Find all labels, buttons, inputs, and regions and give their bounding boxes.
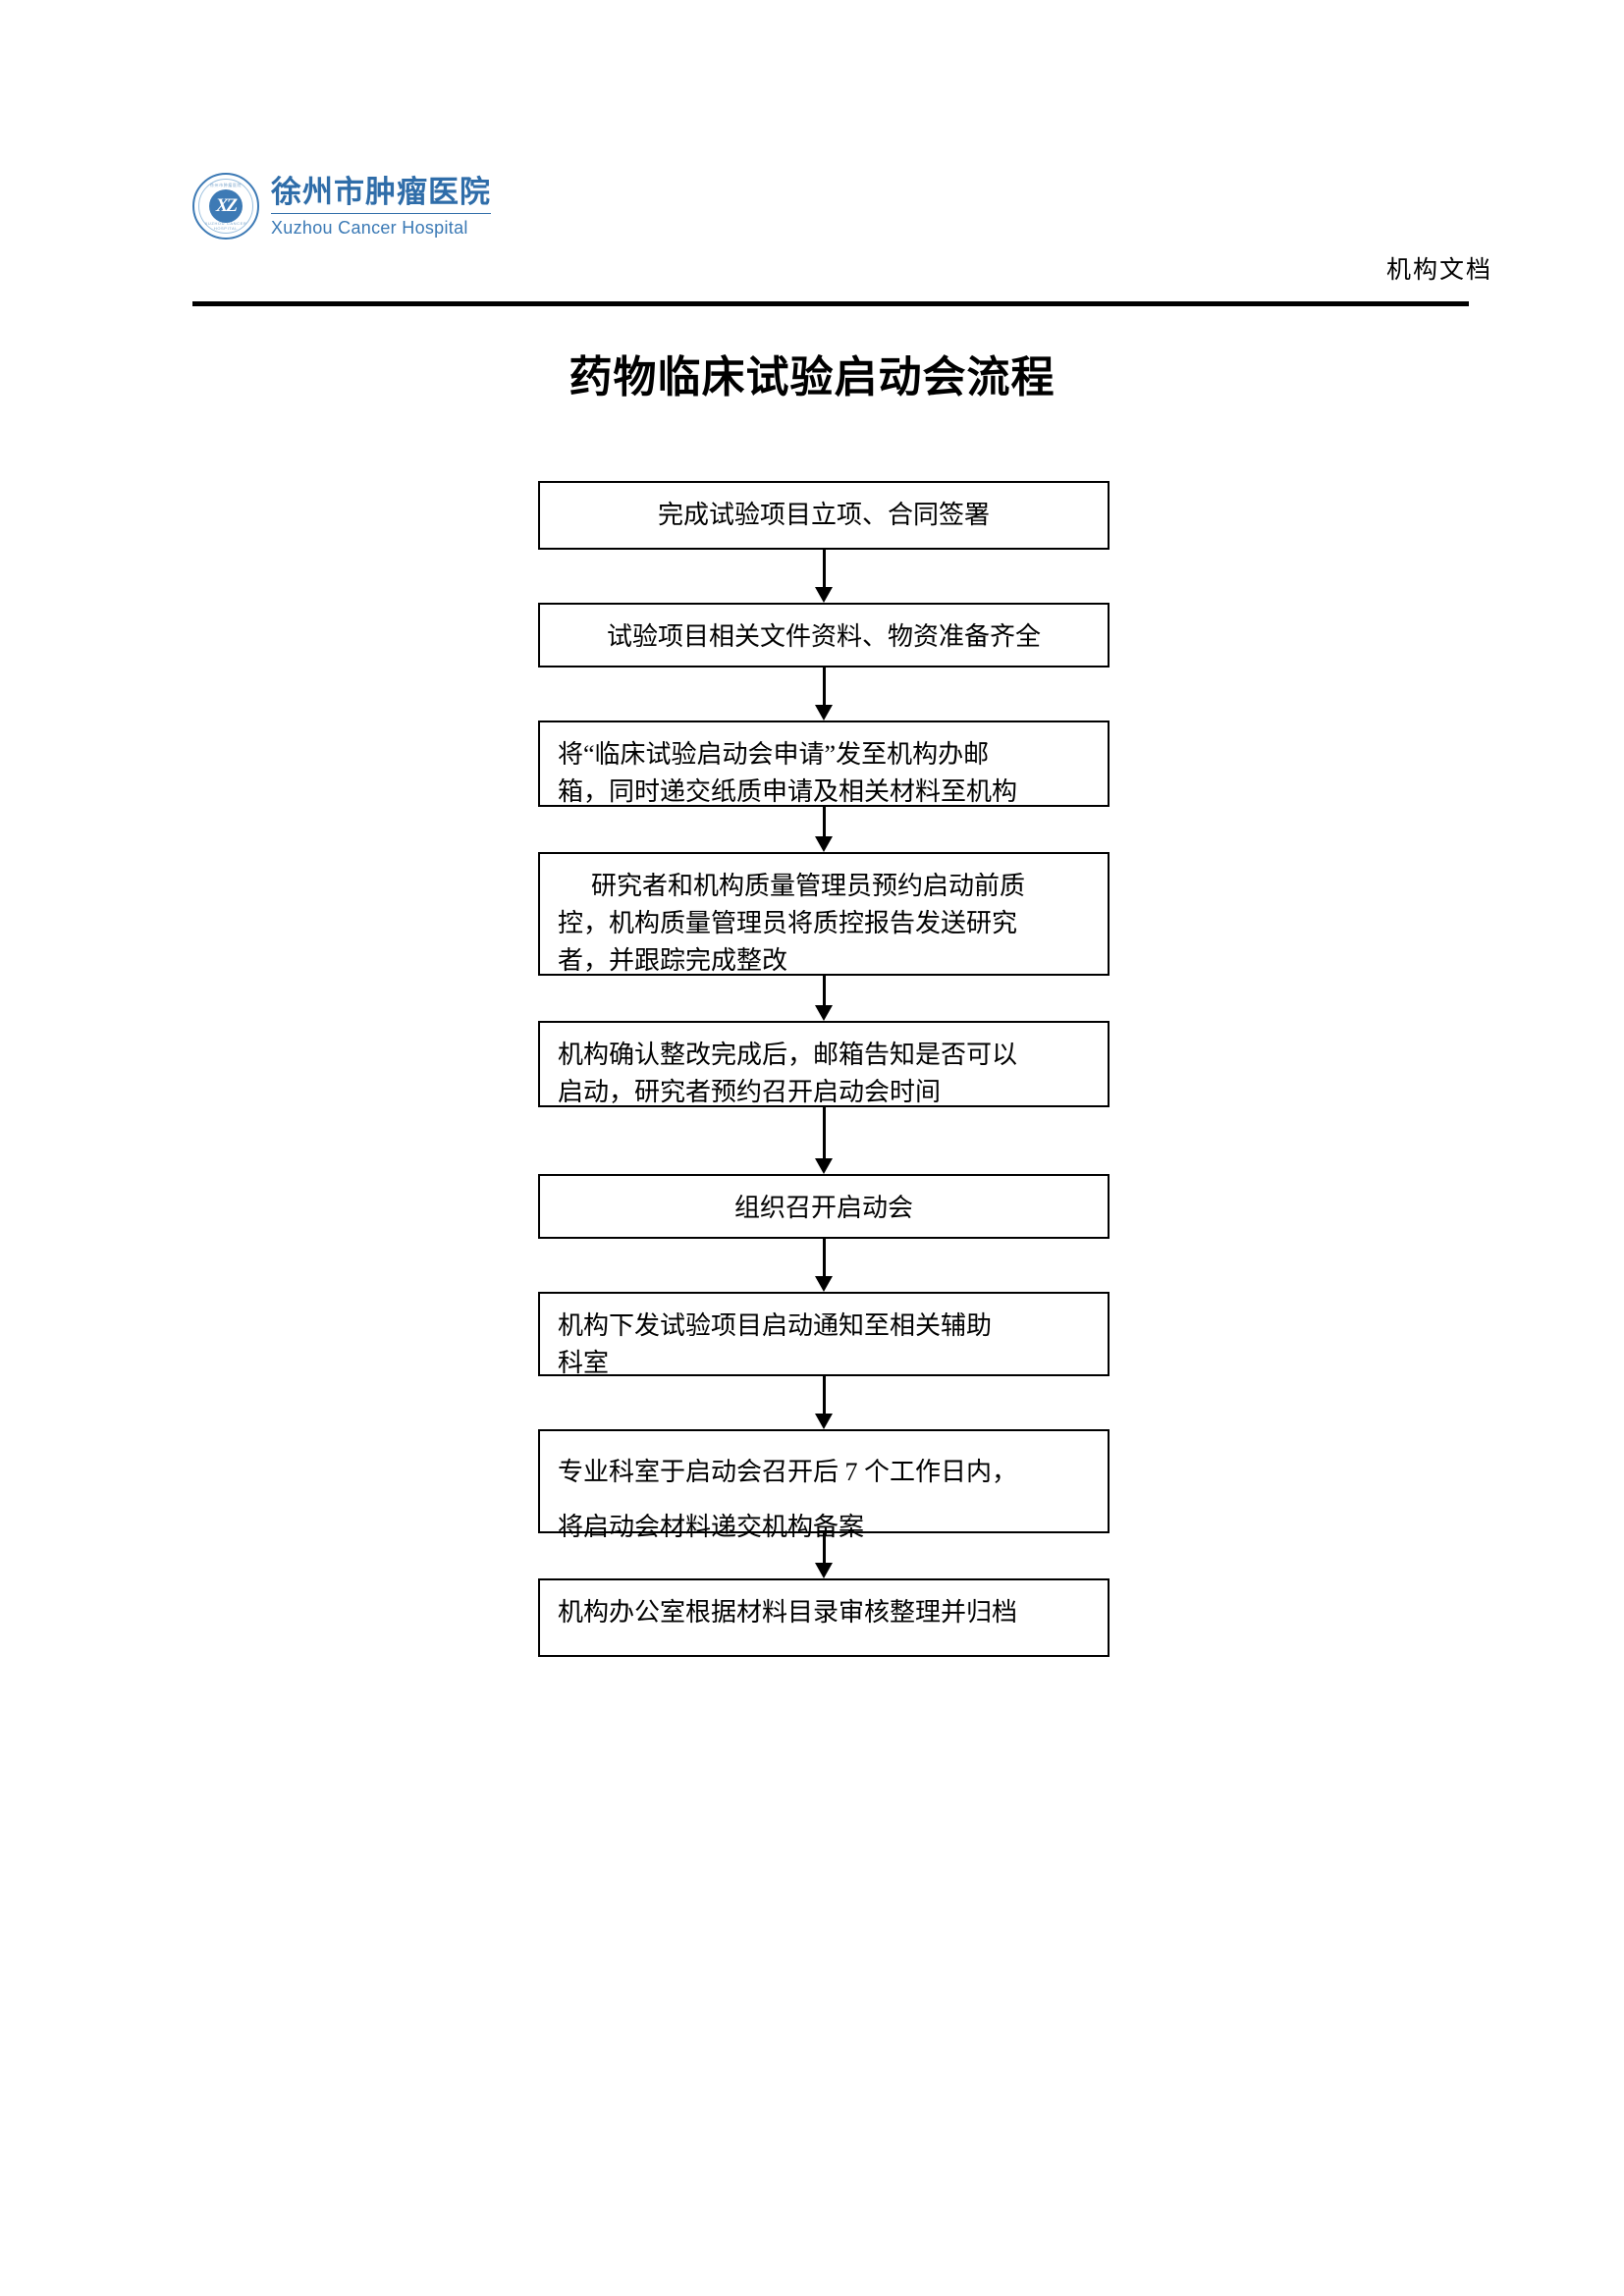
seal-inner-ring <box>198 179 253 234</box>
flow-node-3: 将“临床试验启动会申请”发至机构办邮 箱，同时递交纸质申请及相关材料至机构 <box>538 721 1110 807</box>
arrow-down-icon <box>815 1158 833 1174</box>
flow-node-8: 专业科室于启动会召开后 7 个工作日内， 将启动会材料递交机构备案 <box>538 1429 1110 1541</box>
document-category-label: 机构文档 <box>1385 257 1492 284</box>
flow-node-text: 完成试验项目立项、合同签署 <box>657 501 990 529</box>
flow-arrow-5-6 <box>538 1107 1110 1174</box>
flow-node-text: 专业科室于启动会召开后 7 个工作日内， <box>558 1458 1018 1486</box>
arrow-shaft <box>823 550 826 591</box>
flow-node-text: 研究者和机构质量管理员预约启动前质 <box>591 872 1026 900</box>
logo-divider <box>271 212 491 214</box>
arrow-down-icon <box>815 1005 833 1021</box>
arrow-shaft <box>823 1376 826 1417</box>
arrow-shaft <box>823 667 826 709</box>
flow-node-text: 控，机构质量管理员将质控报告发送研究 <box>558 909 1018 937</box>
flow-node-2: 试验项目相关文件资料、物资准备齐全 <box>538 603 1110 667</box>
arrow-down-icon <box>815 587 833 603</box>
arrow-down-icon <box>815 705 833 721</box>
flow-arrow-1-2 <box>538 550 1110 603</box>
arrow-down-icon <box>815 1414 833 1429</box>
seal-outer-ring <box>192 173 259 240</box>
seal-disc <box>209 189 243 223</box>
hospital-name-cn: 徐州市肿瘤医院 <box>271 174 491 209</box>
seal-monogram: XZ <box>215 195 238 216</box>
hospital-logo: 徐州市肿瘤医院 XZ XUZHOU CANCER HOSPITAL 徐州市肿瘤医… <box>192 173 491 240</box>
flow-node-9: 机构办公室根据材料目录审核整理并归档 <box>538 1578 1110 1657</box>
flow-node-1: 完成试验项目立项、合同签署 <box>538 481 1110 550</box>
flow-node-text: 将“临床试验启动会申请”发至机构办邮 <box>558 740 990 769</box>
flow-arrow-2-3 <box>538 667 1110 721</box>
arrow-down-icon <box>815 1276 833 1292</box>
hospital-seal-icon: 徐州市肿瘤医院 XZ XUZHOU CANCER HOSPITAL <box>192 173 259 240</box>
arrow-down-icon <box>815 836 833 852</box>
flow-arrow-4-5 <box>538 976 1110 1021</box>
flow-node-text: 试验项目相关文件资料、物资准备齐全 <box>606 622 1041 651</box>
flow-node-text: 机构下发试验项目启动通知至相关辅助 <box>558 1311 993 1340</box>
flow-node-text: 机构确认整改完成后，邮箱告知是否可以 <box>558 1041 1018 1069</box>
arrow-shaft <box>823 1533 826 1567</box>
flow-node-text: 者，并跟踪完成整改 <box>558 946 788 975</box>
page-title: 药物临床试验启动会流程 <box>568 353 1056 401</box>
flowchart: 完成试验项目立项、合同签署 试验项目相关文件资料、物资准备齐全 将“临床试验启动… <box>538 481 1110 1657</box>
arrow-down-icon <box>815 1563 833 1578</box>
flow-arrow-8-9 <box>538 1533 1110 1578</box>
flow-node-text: 箱，同时递交纸质申请及相关材料至机构 <box>558 777 1018 806</box>
flow-node-4: 研究者和机构质量管理员预约启动前质 控，机构质量管理员将质控报告发送研究 者，并… <box>538 852 1110 976</box>
flow-node-7: 机构下发试验项目启动通知至相关辅助 科室 <box>538 1292 1110 1377</box>
logo-wordmark: 徐州市肿瘤医院 Xuzhou Cancer Hospital <box>271 175 491 239</box>
flow-node-text: 科室 <box>558 1349 610 1377</box>
header-divider-rule <box>192 301 1469 306</box>
flow-node-text: 机构办公室根据材料目录审核整理并归档 <box>558 1598 1018 1627</box>
hospital-name-en: Xuzhou Cancer Hospital <box>271 217 468 238</box>
flow-arrow-3-4 <box>538 807 1110 852</box>
seal-micro-text-bottom: XUZHOU CANCER HOSPITAL <box>204 221 247 231</box>
flow-node-text: 启动，研究者预约召开启动会时间 <box>558 1078 942 1106</box>
seal-micro-text-top: 徐州市肿瘤医院 <box>209 183 243 187</box>
arrow-shaft <box>823 1107 826 1162</box>
flow-node-6: 组织召开启动会 <box>538 1174 1110 1239</box>
flow-arrow-7-8 <box>538 1376 1110 1429</box>
flow-node-5: 机构确认整改完成后，邮箱告知是否可以 启动，研究者预约召开启动会时间 <box>538 1021 1110 1107</box>
flow-node-text: 将启动会材料递交机构备案 <box>558 1513 865 1541</box>
arrow-shaft <box>823 976 826 1009</box>
flow-arrow-6-7 <box>538 1239 1110 1292</box>
arrow-shaft <box>823 807 826 840</box>
flow-node-text: 组织召开启动会 <box>733 1194 913 1222</box>
page-header: 徐州市肿瘤医院 XZ XUZHOU CANCER HOSPITAL 徐州市肿瘤医… <box>192 173 1465 310</box>
arrow-shaft <box>823 1239 826 1280</box>
